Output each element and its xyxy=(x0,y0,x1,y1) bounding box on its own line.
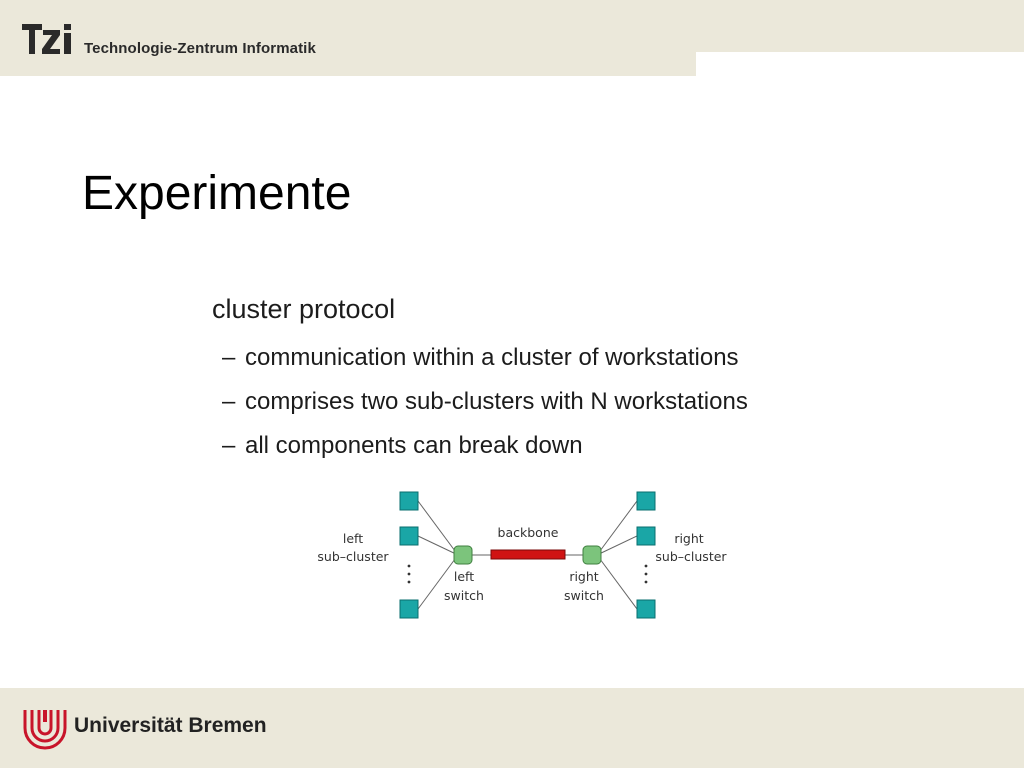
workstation-node xyxy=(636,526,656,546)
workstation-node xyxy=(399,491,419,511)
left-switch-label: switch xyxy=(444,588,484,603)
workstation-node xyxy=(399,599,419,619)
right-links xyxy=(596,500,638,610)
workstation-node xyxy=(399,526,419,546)
sub-bullet-text: all components can break down xyxy=(245,432,583,459)
left-links xyxy=(417,500,459,610)
right-cluster-label: right xyxy=(674,531,703,546)
backbone-label: backbone xyxy=(498,525,559,540)
institute-name: Technologie-Zentrum Informatik xyxy=(84,40,316,57)
university-logo xyxy=(23,710,67,750)
right-switch-label: switch xyxy=(564,588,604,603)
header-strip xyxy=(696,0,1024,52)
left-cluster-label: left xyxy=(343,531,363,546)
right-switch-label: right xyxy=(569,569,598,584)
left-switch-node xyxy=(453,545,473,565)
footer-bar xyxy=(0,688,1024,768)
cluster-diagram: backbone left sub–cluster right sub–clus… xyxy=(317,491,727,619)
left-cluster-label: sub–cluster xyxy=(317,549,389,564)
ellipsis-dots xyxy=(644,564,648,584)
dash-marker: – xyxy=(222,388,236,415)
workstation-node xyxy=(636,599,656,619)
dash-marker: – xyxy=(222,344,236,371)
slide-title: Experimente xyxy=(82,167,352,220)
sub-bullet-text: communication within a cluster of workst… xyxy=(245,344,739,371)
left-switch-label: left xyxy=(454,569,474,584)
workstation-node xyxy=(636,491,656,511)
backbone-link xyxy=(490,549,566,560)
right-cluster-label: sub–cluster xyxy=(655,549,727,564)
sub-bullet-text: comprises two sub-clusters with N workst… xyxy=(245,388,748,415)
ellipsis-dots xyxy=(407,564,411,584)
tzi-logo xyxy=(22,24,71,54)
right-switch-node xyxy=(582,545,602,565)
header-bar xyxy=(0,0,696,76)
main-bullet: cluster protocol xyxy=(212,294,396,324)
university-name: Universität Bremen xyxy=(74,714,267,737)
dash-marker: – xyxy=(222,432,236,459)
